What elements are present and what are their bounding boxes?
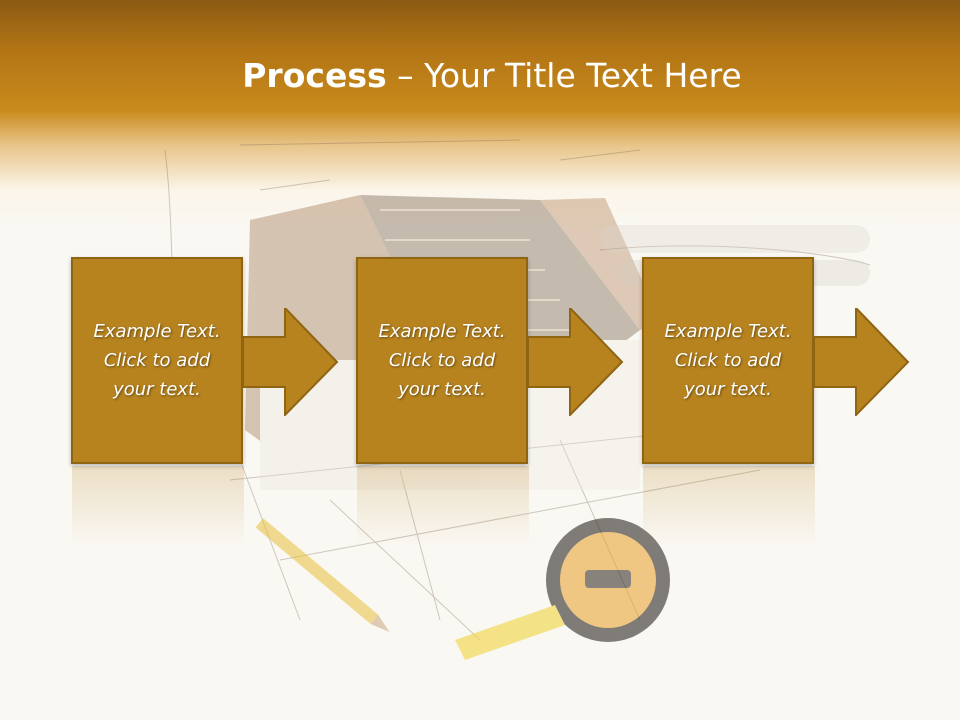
step-1-text[interactable]: Example Text. Click to add your text. — [93, 321, 221, 400]
step-1-box[interactable]: Example Text. Click to add your text. — [71, 257, 243, 464]
step-2-text[interactable]: Example Text. Click to add your text. — [378, 321, 506, 400]
step-3-text[interactable]: Example Text. Click to add your text. — [664, 321, 792, 400]
step-3-box[interactable]: Example Text. Click to add your text. — [642, 257, 814, 464]
title-rest: – Your Title Text Here — [386, 56, 742, 95]
title-bold: Process — [242, 56, 387, 95]
arrow-right-icon — [814, 308, 910, 416]
page-title[interactable]: Process – Your Title Text Here — [0, 54, 960, 98]
step-1-reflection — [72, 466, 244, 546]
step-2-box[interactable]: Example Text. Click to add your text. — [356, 257, 528, 464]
tape-measure-icon — [455, 518, 670, 660]
header-band — [0, 0, 960, 230]
step-2-reflection — [357, 466, 529, 546]
arrow-right-icon — [243, 308, 339, 416]
step-3-reflection — [643, 466, 815, 546]
arrow-right-icon — [528, 308, 624, 416]
pencil-icon — [255, 518, 390, 633]
